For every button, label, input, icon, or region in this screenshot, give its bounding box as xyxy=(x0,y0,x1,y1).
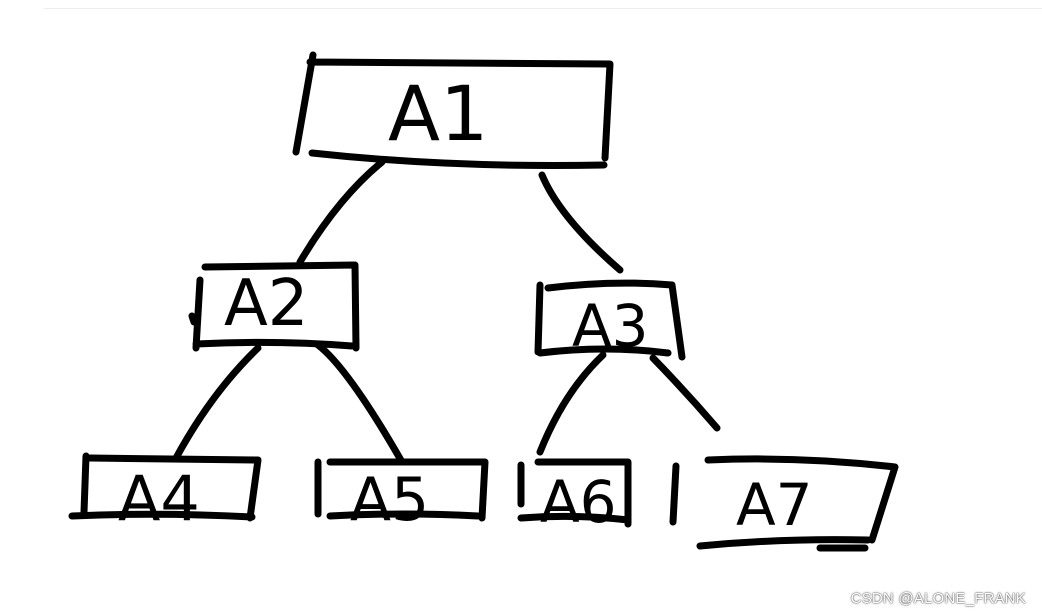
node-a5-box xyxy=(314,458,489,522)
edge-a2-a4 xyxy=(172,344,262,462)
node-a5-label: A5 xyxy=(350,465,429,535)
node-a1: A1 xyxy=(292,51,614,169)
node-a1-box xyxy=(292,51,614,169)
edges xyxy=(172,158,721,466)
node-a1-label: A1 xyxy=(388,69,488,158)
node-a7: A7 xyxy=(669,455,899,552)
node-a3: A3 xyxy=(534,279,686,361)
node-a3-label: A3 xyxy=(572,292,649,360)
node-a2-box xyxy=(188,261,360,352)
node-a6: A6 xyxy=(517,458,632,536)
edge-a3-a7 xyxy=(649,354,721,432)
top-divider xyxy=(44,8,1042,9)
node-a7-label: A7 xyxy=(736,471,813,539)
node-a4: A4 xyxy=(68,452,262,535)
node-a4-label: A4 xyxy=(118,462,200,535)
node-a6-box xyxy=(517,458,632,528)
edge-a1-a3 xyxy=(538,171,624,274)
edge-a3-a6 xyxy=(536,351,607,456)
edge-a1-a2 xyxy=(296,158,386,266)
node-a5: A5 xyxy=(314,458,489,535)
node-a4-box xyxy=(68,452,262,522)
node-a2-label: A2 xyxy=(224,267,309,341)
node-a6-label: A6 xyxy=(540,468,617,536)
node-a3-box xyxy=(534,279,686,361)
node-a2: A2 xyxy=(188,261,360,352)
node-a7-box xyxy=(669,455,899,552)
watermark: CSDN @ALONE_FRANK xyxy=(850,590,1026,607)
edge-a2-a5 xyxy=(314,341,406,466)
